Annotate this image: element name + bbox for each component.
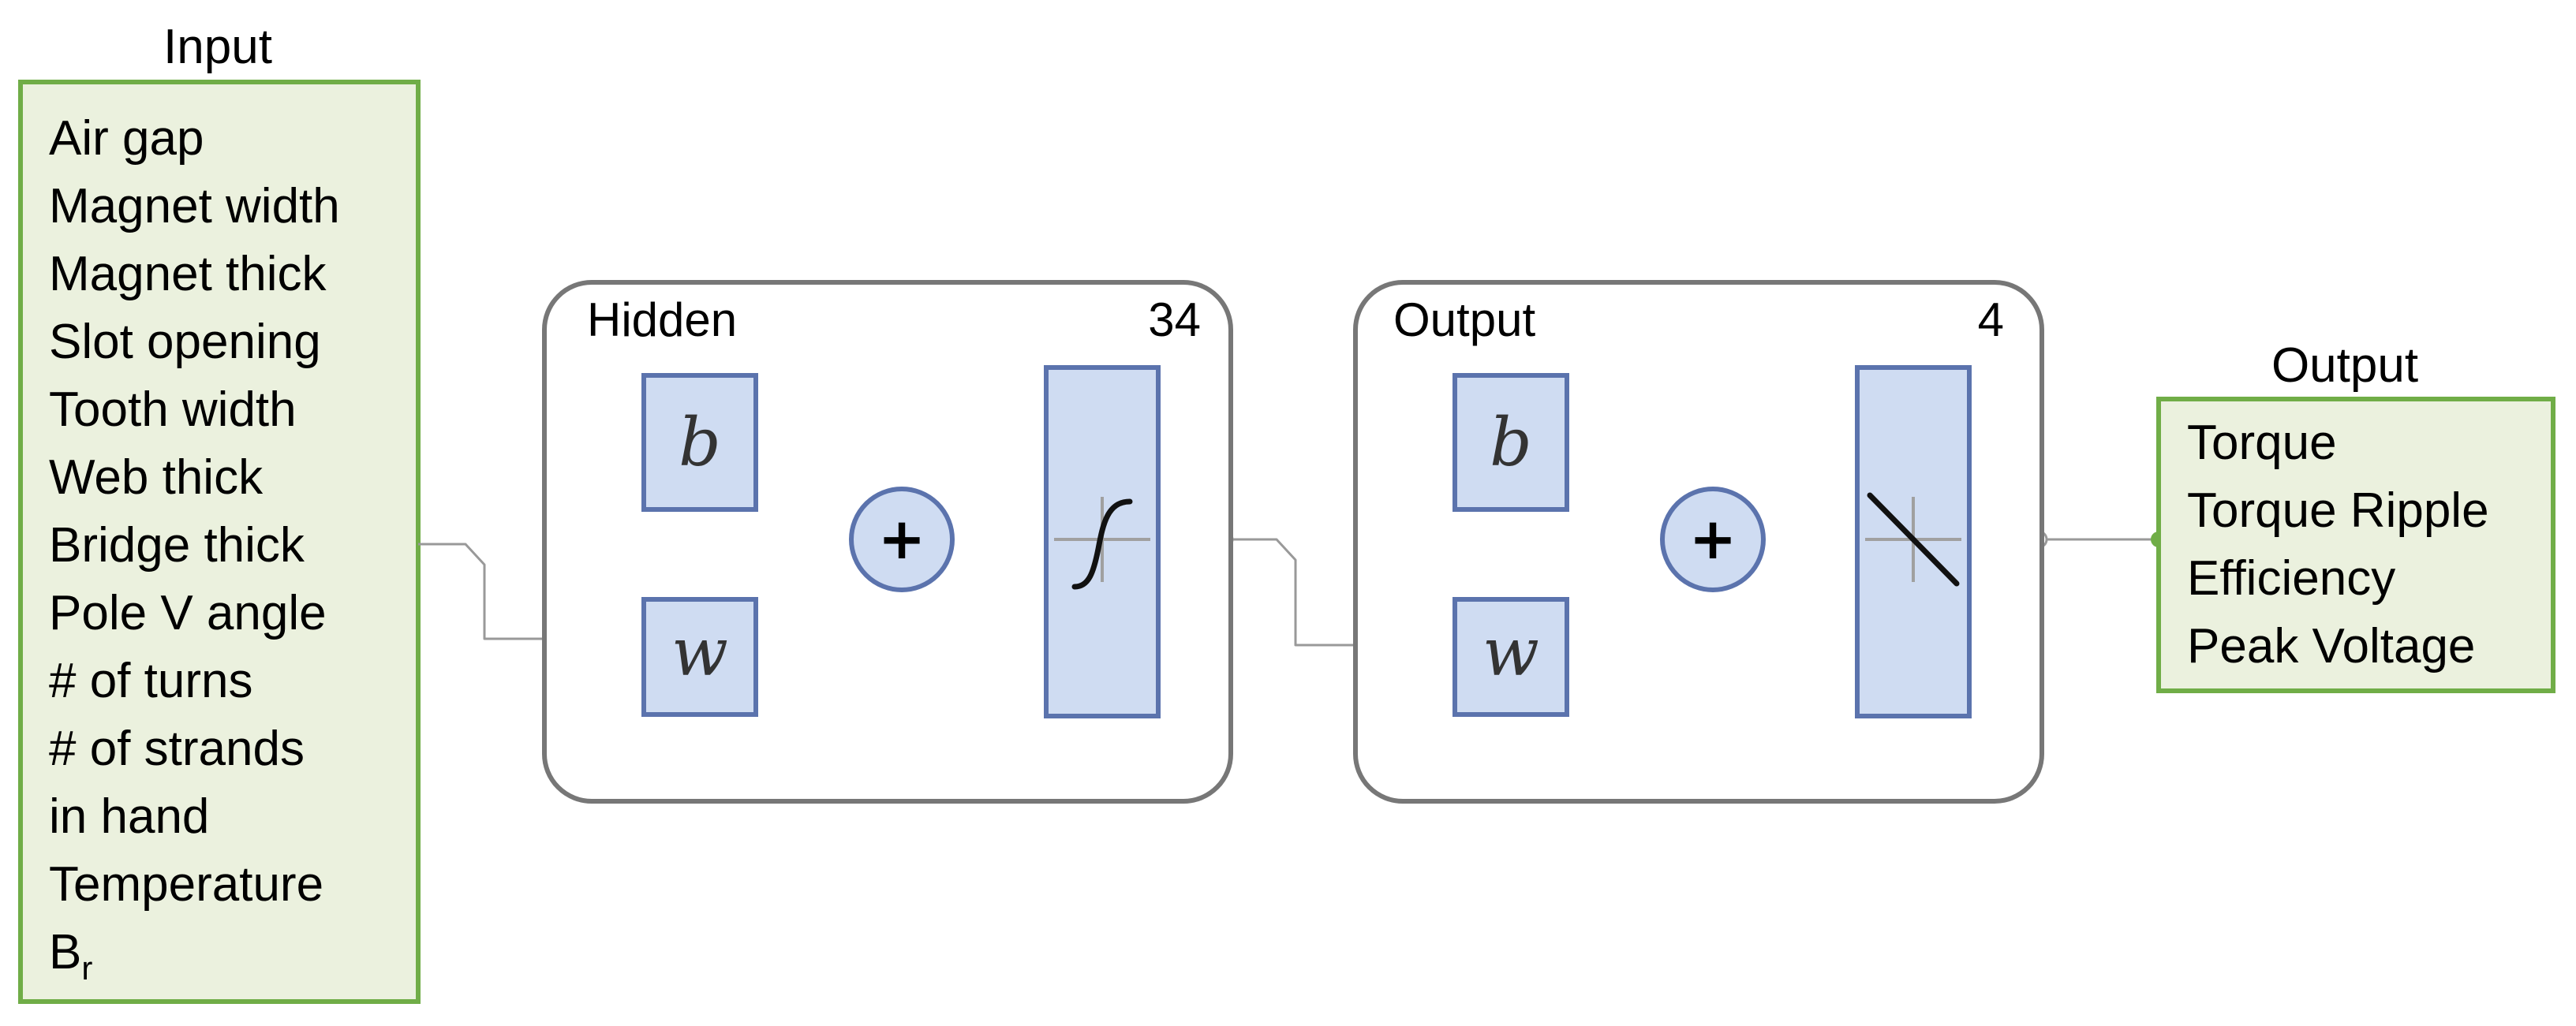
hidden-sum-node [849, 487, 955, 592]
output-item: Efficiency [2187, 551, 2395, 606]
output-box [2156, 397, 2555, 693]
hidden-bias-symbol: b [679, 404, 721, 481]
output-sum-symbol: + [1689, 506, 1737, 572]
output-caption: Output [2271, 338, 2418, 393]
hidden-bias-block [641, 373, 758, 512]
purelin-icon [1865, 492, 1961, 587]
output-layer: Output 4 b w + [1353, 280, 2044, 804]
input-item: in hand [49, 789, 209, 844]
output-weight-symbol: w [1482, 614, 1539, 691]
hidden-layer: Hidden 34 b w + [542, 280, 1233, 804]
input-item: Magnet thick [49, 247, 327, 301]
input-item: Temperature [49, 857, 323, 912]
input-item: Pole V angle [49, 586, 327, 640]
hidden-layer-size: 34 [1148, 293, 1201, 346]
output-layer-size: 4 [1978, 293, 2004, 346]
input-item: Tooth width [49, 382, 297, 437]
input-caption: Input [163, 20, 272, 74]
input-to-hidden-wire [418, 543, 544, 640]
output-layer-label: Output [1393, 293, 1535, 346]
tansig-icon [1054, 497, 1150, 590]
input-panel: Input Air gap Magnet width Magnet thick … [18, 20, 421, 1004]
hidden-weight-symbol: w [671, 614, 728, 691]
hidden-to-output-wire [1232, 538, 1354, 647]
input-item: # of turns [49, 654, 252, 708]
output-item: Torque [2187, 416, 2337, 470]
output-item: Torque Ripple [2187, 483, 2489, 538]
output-bias-symbol: b [1490, 404, 1532, 481]
input-item-list: Air gap Magnet width Magnet thick Slot o… [49, 111, 340, 987]
br-symbol: B [49, 925, 81, 979]
input-box [18, 80, 421, 1004]
input-item-br: Br [49, 925, 92, 987]
output-panel: Output Torque Torque Ripple Efficiency P… [2156, 338, 2555, 693]
output-weight-block [1453, 597, 1569, 717]
input-item: Bridge thick [49, 518, 305, 573]
output-item: Peak Voltage [2187, 619, 2475, 673]
input-item: Air gap [49, 111, 204, 166]
hidden-sum-symbol: + [878, 506, 925, 572]
hidden-layer-label: Hidden [587, 293, 737, 346]
output-item-list: Torque Torque Ripple Efficiency Peak Vol… [2187, 416, 2489, 673]
br-subscript: r [81, 950, 92, 987]
hidden-weight-block [641, 597, 758, 717]
output-sum-node [1660, 487, 1766, 592]
output-bias-block [1453, 373, 1569, 512]
input-item: # of strands [49, 722, 305, 776]
input-item: Magnet width [49, 179, 340, 233]
input-item: Web thick [49, 450, 264, 505]
input-item: Slot opening [49, 315, 321, 369]
